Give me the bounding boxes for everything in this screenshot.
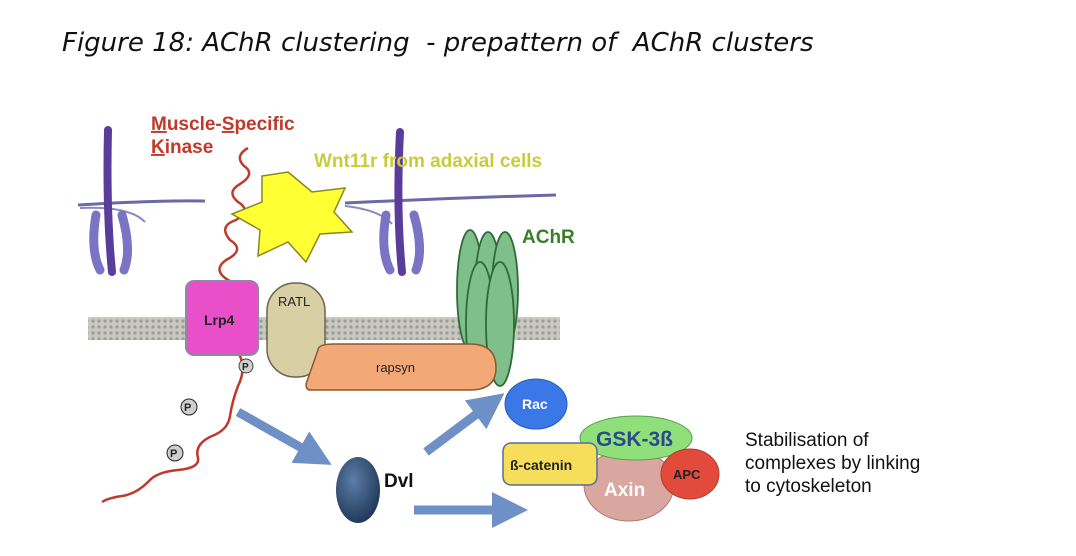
arrows — [235, 393, 528, 528]
beta-catenin-protein — [502, 442, 598, 486]
right-spike-protein — [379, 128, 424, 276]
phosphate-group-2: P — [180, 398, 198, 416]
musk-label: Muscle-Specific Kinase — [151, 114, 295, 158]
phosphate-group-1: P — [238, 358, 254, 374]
rapsyn-protein — [305, 343, 497, 391]
basal-lamina — [77, 193, 557, 225]
note-line-3: to cytoskeleton — [745, 476, 872, 497]
gsk3b-label: GSK-3ß — [596, 428, 673, 451]
achr-label: AChR — [522, 227, 575, 248]
note-line-1: Stabilisation of — [745, 430, 869, 451]
figure-title: Figure 18: AChR clustering - prepattern … — [62, 28, 814, 58]
axin-label: Axin — [604, 480, 645, 501]
phosphate-group-3: P — [166, 444, 184, 462]
svg-text:P: P — [170, 448, 177, 460]
dvl-label: Dvl — [384, 471, 414, 492]
gsk3b-protein — [579, 415, 693, 461]
lrp4-protein — [185, 280, 259, 356]
apc-protein — [660, 448, 720, 500]
rapsyn-label: rapsyn — [376, 360, 415, 375]
svg-text:Kinase: Kinase — [151, 137, 213, 158]
wnt-label: Wnt11r from adaxial cells — [314, 151, 542, 172]
wnt-star — [230, 171, 354, 264]
ratl-label: RATL — [278, 294, 310, 309]
rac-label: Rac — [522, 396, 548, 412]
svg-text:P: P — [184, 402, 191, 414]
stabilisation-note: Stabilisation of complexes by linking to… — [745, 429, 920, 498]
apc-label: APC — [673, 467, 701, 482]
svg-text:Muscle-Specific: Muscle-Specific — [151, 114, 295, 135]
beta-catenin-label: ß-catenin — [510, 457, 572, 473]
left-spike-protein — [89, 126, 132, 276]
dvl-protein — [336, 457, 380, 523]
ratl-protein — [266, 282, 326, 378]
arrow-musk-to-dvl — [235, 408, 332, 465]
svg-text:P: P — [242, 362, 249, 373]
arrow-dvl-to-rac — [423, 393, 505, 456]
rac-protein — [504, 378, 568, 430]
lrp4-label: Lrp4 — [204, 312, 235, 328]
note-line-2: complexes by linking — [745, 453, 921, 474]
